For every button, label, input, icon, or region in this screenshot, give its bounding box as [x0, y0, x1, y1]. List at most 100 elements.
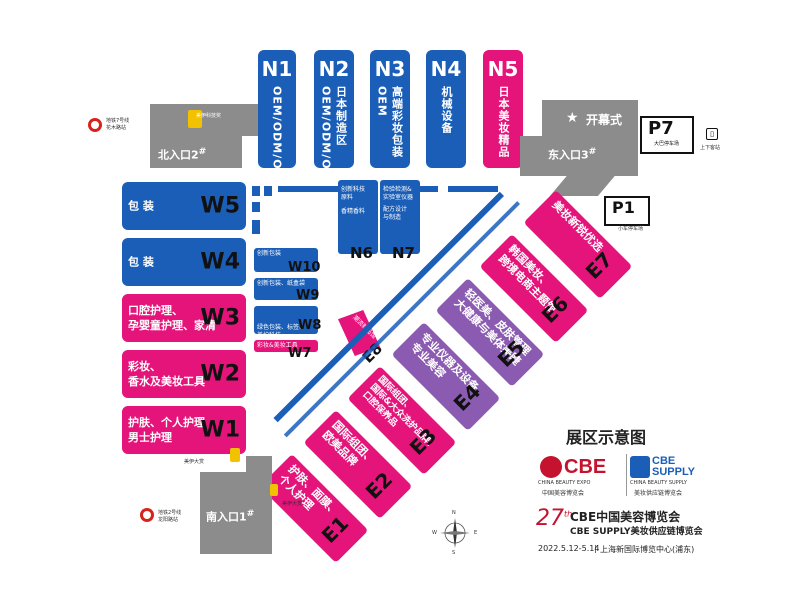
- south-entrance-label: 南入口1#: [206, 508, 255, 524]
- hall-code: W4: [200, 249, 240, 275]
- meiyi-logo-icon: [270, 484, 278, 496]
- cbe-logo: CBE CHINA BEAUTY EXPO 中国美容博览会: [536, 456, 624, 500]
- hall-code-w7: W7: [288, 346, 312, 361]
- hall-code: W5: [200, 193, 240, 219]
- cbe-supply-logo: CBE SUPPLY CHINA BEAUTY SUPPLY 美妆供应链博览会: [630, 456, 720, 500]
- bus-icon: ▯: [706, 128, 718, 140]
- supply-chinese: 美妆供应链博览会: [634, 490, 683, 497]
- hall-w5[interactable]: 包 装 W5: [122, 182, 246, 230]
- expo-venue: 上海新国际博览中心(浦东): [600, 545, 695, 554]
- edition-number: 27th: [536, 506, 573, 531]
- hall-desc: 日本制造区 OEM/ODM/OBM: [319, 86, 348, 191]
- hall-code: W3: [200, 305, 240, 331]
- hall-code: N3: [374, 57, 406, 81]
- hall-w7[interactable]: 彩妆&美妆工具: [254, 340, 318, 352]
- hall-code: W1: [200, 417, 240, 443]
- hall-code-w10: W10: [288, 260, 321, 275]
- parking-label: 小车停车场: [618, 226, 644, 232]
- hall-w4[interactable]: 包 装 W4: [122, 238, 246, 286]
- cbe-chinese: 中国美容博览会: [542, 490, 585, 497]
- hall-desc: 彩妆、 香水及美妆工具: [128, 360, 205, 388]
- north-entrance-connector: [242, 104, 258, 136]
- supply-emblem-icon: [630, 456, 650, 478]
- cbe-english: CHINA BEAUTY EXPO: [538, 480, 591, 486]
- hall-code-w9: W9: [296, 288, 320, 303]
- north-entrance[interactable]: 北入口2#: [150, 104, 242, 168]
- compass-e: E: [474, 530, 478, 536]
- compass-w: W: [432, 530, 437, 536]
- hall-code: E7: [581, 247, 618, 285]
- hall-desc-b: 香精香料: [341, 208, 366, 215]
- hall-n2[interactable]: N2 日本制造区 OEM/ODM/OBM: [314, 50, 354, 191]
- star-icon: ★: [566, 110, 579, 126]
- parking-label: 大巴停车场: [654, 141, 680, 147]
- hall-code: N5: [487, 57, 519, 81]
- supply-english: CHINA BEAUTY SUPPLY: [630, 480, 687, 486]
- bus-stop-label: 上下客站: [700, 145, 721, 151]
- hall-desc: 彩妆&美妆工具: [257, 342, 298, 349]
- expo-date: 2022.5.12-5.14: [538, 544, 600, 553]
- hall-desc: 创新包装: [257, 250, 282, 257]
- metro-icon: [140, 508, 154, 522]
- hall-desc-b: 配方设计 与制造: [383, 206, 408, 221]
- hall-desc: 高端彩妆包装 OEM: [375, 86, 404, 158]
- hall-desc: 机械设备: [440, 86, 453, 134]
- hall-w1[interactable]: 护肤、个人护理 男士护理 W1: [122, 406, 246, 454]
- compass-icon: [440, 518, 470, 548]
- hall-desc: 美妆新锐优选: [549, 198, 606, 255]
- brand-divider: [626, 454, 627, 496]
- parking-p1[interactable]: P1 小车停车场: [604, 196, 650, 232]
- hall-w10[interactable]: 创新包装: [254, 248, 318, 272]
- small-booth: [252, 186, 260, 196]
- supply-wordmark: CBE SUPPLY: [652, 455, 696, 478]
- south-award-label-b: 美伊大赏: [282, 501, 303, 507]
- hall-w9[interactable]: 创新包装、纸盒袋: [254, 278, 318, 300]
- hall-n1[interactable]: N1 OEM/ODM/OBM: [258, 50, 296, 191]
- hall-desc: OEM/ODM/OBM: [270, 86, 284, 191]
- hall-w3[interactable]: 口腔护理、 孕婴童护理、家清 W3: [122, 294, 246, 342]
- hall-code: W2: [200, 361, 240, 387]
- small-booth: [278, 186, 338, 192]
- opening-label: 开幕式: [586, 113, 623, 127]
- south-award-label-a: 美伊大赏: [184, 459, 205, 465]
- expo-line-2: CBE SUPPLY美妆供应链博览会: [570, 527, 703, 537]
- small-booth: [448, 186, 498, 192]
- hall-desc: 口腔护理、 孕婴童护理、家清: [128, 304, 216, 332]
- east-entrance[interactable]: ★ 开幕式 东入口3#: [542, 100, 638, 176]
- hall-code: N2: [318, 57, 350, 81]
- meiyi-logo-icon: [230, 448, 240, 462]
- hall-code: N1: [261, 57, 293, 81]
- page-title: 展区示意图: [566, 428, 647, 447]
- north-entrance-label: 北入口2#: [158, 146, 207, 162]
- south-entrance[interactable]: 南入口1#: [200, 472, 272, 554]
- hall-n5[interactable]: N5 日本美妆精品: [483, 50, 523, 168]
- small-booth: [252, 220, 260, 234]
- hall-n4[interactable]: N4 机械设备: [426, 50, 466, 168]
- hall-code-n7: N7: [392, 244, 415, 262]
- hall-n3[interactable]: N3 高端彩妆包装 OEM: [370, 50, 410, 168]
- meiyi-logo-icon: [188, 110, 202, 128]
- compass-n: N: [452, 510, 456, 516]
- hall-desc: 包 装: [128, 199, 154, 213]
- hall-desc-a: 创新科技 原料: [341, 186, 366, 201]
- parking-p7[interactable]: P7 大巴停车场: [640, 116, 694, 154]
- south-entrance-connector: [246, 456, 272, 474]
- compass-s: S: [452, 550, 456, 556]
- expo-line-1: CBE中国美容博览会: [570, 510, 681, 524]
- cbe-emblem-icon: [540, 456, 562, 478]
- parking-code: P1: [612, 198, 635, 217]
- small-booth: [264, 186, 272, 196]
- hall-w2[interactable]: 彩妆、 香水及美妆工具 W2: [122, 350, 246, 398]
- hall-desc: 包 装: [128, 255, 154, 269]
- hall-desc: 创新包装、纸盒袋: [257, 280, 306, 287]
- hall-code: E2: [361, 467, 398, 505]
- small-booth: [252, 202, 260, 212]
- hall-code: N4: [430, 57, 462, 81]
- east-entrance-label: 东入口3#: [548, 146, 597, 162]
- east-entrance-connector: [520, 136, 544, 176]
- hall-desc-a: 检验检测& 实验室仪器: [383, 186, 414, 201]
- hall-n7[interactable]: 检验检测& 实验室仪器 配方设计 与制造: [380, 180, 420, 254]
- hall-desc: 护肤、个人护理 男士护理: [128, 416, 205, 444]
- parking-code: P7: [648, 118, 674, 139]
- hall-n6[interactable]: 创新科技 原料 香精香料: [338, 180, 378, 254]
